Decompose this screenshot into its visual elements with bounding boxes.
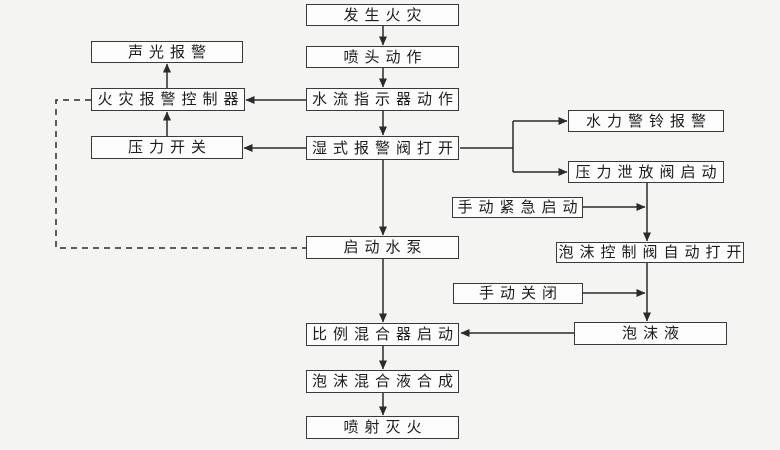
node-fire-occurs: 发生火灾 xyxy=(306,4,459,26)
node-manual-close: 手动关闭 xyxy=(453,283,583,304)
node-wet-alarm-valve: 湿式报警阀打开 xyxy=(306,136,459,160)
node-manual-emergency-start: 手动紧急启动 xyxy=(452,197,583,218)
node-sprinkler-action: 喷头动作 xyxy=(306,46,459,68)
node-spray-extinguish: 喷射灭火 xyxy=(306,416,459,439)
node-sound-light-alarm: 声光报警 xyxy=(91,41,243,63)
node-pressure-switch: 压力开关 xyxy=(91,136,243,159)
node-foam-control-valve: 泡沫控制阀自动打开 xyxy=(556,242,744,263)
edge-controller-to-pump-dashed xyxy=(55,99,306,249)
node-proportional-mixer: 比例混合器启动 xyxy=(306,323,459,346)
node-foam-mixture-synthesis: 泡沫混合液合成 xyxy=(306,370,459,393)
node-fire-alarm-controller: 火灾报警控制器 xyxy=(91,88,245,111)
node-water-flow-indicator: 水流指示器动作 xyxy=(306,88,459,111)
node-hydraulic-alarm-bell: 水力警铃报警 xyxy=(568,110,724,132)
node-foam-liquid: 泡沫液 xyxy=(574,322,727,345)
node-start-pump: 启动水泵 xyxy=(306,236,459,259)
node-pressure-relief-valve: 压力泄放阀启动 xyxy=(568,161,724,183)
